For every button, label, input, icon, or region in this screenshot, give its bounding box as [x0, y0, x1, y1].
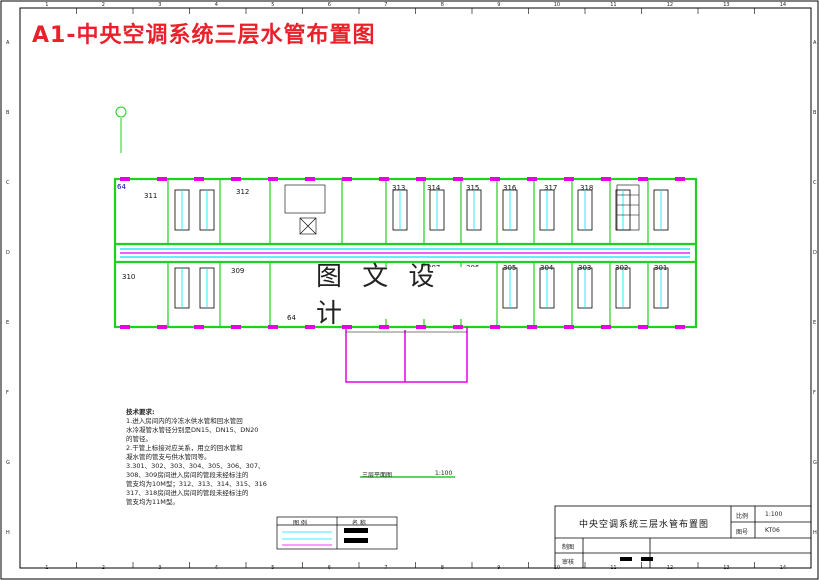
notes-line: 317、318房间进入房间的管段未经标注的 [126, 489, 249, 497]
grid-row-label: D [6, 250, 10, 256]
scale-label: 比例 [736, 513, 749, 520]
room-number-316: 316 [503, 184, 517, 192]
grid-col-label: 10 [553, 2, 561, 8]
room-number-303: 303 [578, 264, 592, 272]
grid-col-label: 6 [327, 2, 331, 8]
grid-col-label: 7 [384, 2, 388, 8]
title-block-name: 中央空调系统三层水管布置图 [578, 519, 709, 530]
notes-line: 2.干管上标接对应关系，用立的回水管和 [126, 444, 243, 452]
grid-col-label: 7 [384, 565, 388, 571]
room-number-312: 312 [236, 188, 250, 196]
room-label: 64 [287, 314, 296, 322]
notes-line: 水冷凝管水管径分别是DN15、DN15、DN20 [126, 426, 259, 434]
legend-header-name: 名 称 [352, 520, 366, 527]
drawing-number-value: KT06 [765, 527, 780, 534]
room-number-305: 305 [503, 264, 517, 272]
grid-col-label: 6 [327, 565, 331, 571]
grid-row-label: B [6, 110, 10, 116]
grid-col-label: 13 [723, 2, 730, 8]
plan-label: 三层平面图 [362, 472, 393, 479]
notes-heading: 技术要求: [126, 408, 155, 416]
grid-col-label: 12 [666, 565, 674, 571]
grid-row-label: E [6, 320, 10, 326]
grid-row-label: F [813, 390, 816, 396]
grid-col-label: 12 [666, 2, 674, 8]
notes-line: 1.进入房间内的冷冻水供水管和回水管回 [126, 417, 243, 425]
grid-col-label: 1 [45, 2, 49, 8]
grid-col-label: 2 [101, 565, 105, 571]
notes-line: 管支均为10M型；312、313、314、315、316 [126, 480, 267, 488]
notes-line: 308、309房间进入房间的管段未经标注的 [126, 471, 249, 479]
grid-row-label: G [813, 460, 817, 466]
grid-row-label: A [813, 40, 817, 46]
plan-scale: 1:100 [435, 470, 453, 477]
grid-col-label: 14 [779, 2, 787, 8]
grid-row-label: C [813, 180, 817, 186]
grid-row-label: H [813, 530, 817, 536]
grid-col-label: 2 [101, 2, 105, 8]
room-label: 64 [117, 183, 126, 191]
room-number-302: 302 [615, 264, 629, 272]
room-number-304: 304 [540, 264, 554, 272]
notes-line: 的管径。 [126, 435, 152, 443]
grid-col-label: 9 [497, 2, 501, 8]
grid-col-label: 1 [45, 565, 49, 571]
grid-col-label: 13 [723, 565, 730, 571]
notes-line: 3.301、302、303、304、305、306、307、 [126, 462, 265, 470]
grid-row-label: C [6, 180, 10, 186]
grid-col-label: 5 [271, 2, 275, 8]
room-number-311: 311 [144, 192, 158, 200]
scale-value: 1:100 [765, 511, 783, 518]
grid-col-label: 9 [497, 565, 501, 571]
room-number-313: 313 [392, 184, 406, 192]
grid-col-label: 14 [779, 565, 787, 571]
technical-notes: 技术要求: 1.进入房间内的冷冻水供水管和回水管回 水冷凝管水管径分别是DN15… [126, 408, 291, 507]
checked-by-label: 审核 [562, 559, 575, 566]
grid-row-label: B [813, 110, 817, 116]
drawn-by-label: 制图 [562, 544, 575, 551]
grid-row-label: G [6, 460, 10, 466]
grid-row-label: H [6, 530, 10, 536]
grid-col-label: 11 [610, 565, 617, 571]
legend-header-symbol: 图 例 [293, 520, 307, 527]
grid-col-label: 5 [271, 565, 275, 571]
room-number-301: 301 [654, 264, 668, 272]
grid-col-label: 4 [214, 2, 218, 8]
grid-col-label: 8 [440, 2, 444, 8]
grid-row-label: F [6, 390, 9, 396]
grid-col-label: 3 [158, 2, 162, 8]
grid-col-label: 3 [158, 565, 162, 571]
room-number-318: 318 [580, 184, 594, 192]
room-number-317: 317 [544, 184, 558, 192]
room-number-314: 314 [427, 184, 441, 192]
grid-col-label: 8 [440, 565, 444, 571]
watermark: 图 文 设 计 [316, 262, 486, 329]
notes-line: 凝水管的管支与供水管同等。 [126, 453, 211, 461]
grid-col-label: 4 [214, 565, 218, 571]
grid-row-label: A [6, 40, 10, 46]
drawing-number-label: 图号 [736, 529, 749, 536]
grid-col-label: 10 [553, 565, 561, 571]
grid-col-label: 11 [610, 2, 617, 8]
notes-line: 管支均为11M型。 [126, 498, 179, 506]
room-number-309: 309 [231, 267, 245, 275]
grid-row-label: E [813, 320, 817, 326]
drawing-title: A1-中央空调系统三层水管布置图 [32, 23, 376, 48]
grid-row-label: D [813, 250, 817, 256]
room-number-310: 310 [122, 273, 136, 281]
room-number-315: 315 [466, 184, 480, 192]
